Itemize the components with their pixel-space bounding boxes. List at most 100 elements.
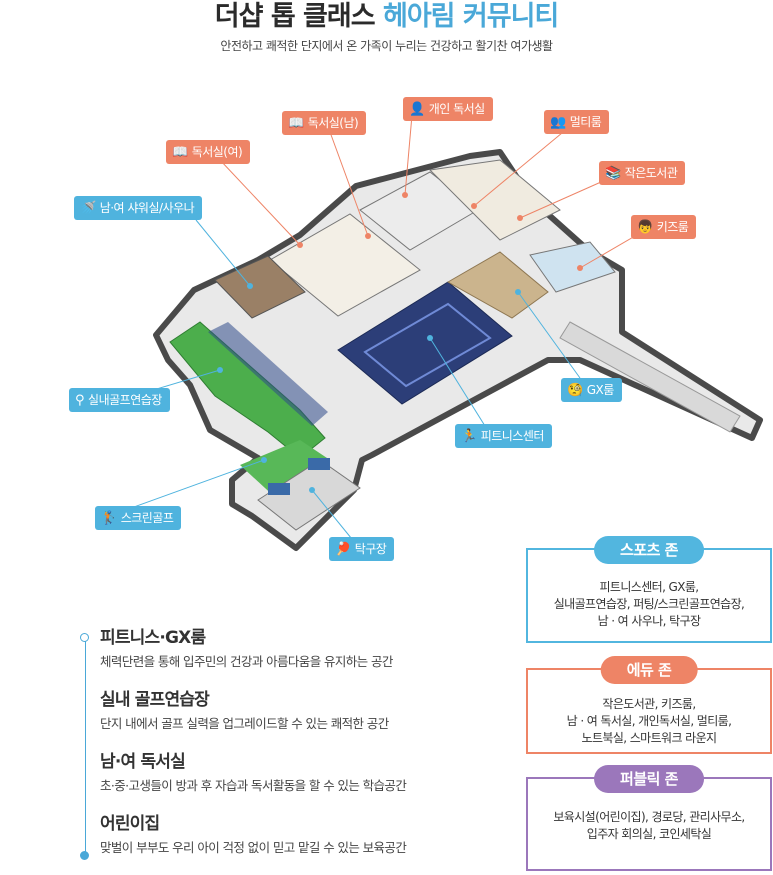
person-desk-icon: 👤 [409,101,425,117]
kids-icon: 👦 [637,219,653,235]
label-fitness-center[interactable]: 🏃 피트니스센터 [455,424,552,448]
zone-public-title: 퍼블릭 존 [594,765,704,793]
zone-sports-title: 스포츠 존 [594,536,704,564]
marker-multi-room [471,203,477,209]
reading-room-floor [269,213,421,317]
marker-shower [247,283,253,289]
label-multi-room-text: 멀티룸 [569,115,602,129]
timeline-dot-end [80,851,89,860]
shower-icon: 🚿 [80,200,96,216]
zone-sports-line: 실내골프연습장, 퍼팅/스크린골프연습장, [553,597,745,611]
label-shower-sauna-text: 남·여 샤워실/사우나 [99,201,195,215]
label-reading-men[interactable]: 📖 독서실(남) [282,111,367,135]
zone-edu-line: 노트북실, 스마트워크 라운지 [581,731,718,745]
fitness-track [363,302,492,388]
title-accent: 헤아림 커뮤니티 [382,1,559,32]
ping-pong-icon: 🏓 [335,541,351,557]
marker-small-library [517,215,523,221]
leader-line-small-library [519,177,611,219]
table-tennis-table-2 [308,458,330,470]
label-reading-women[interactable]: 📖 독서실(여) [166,140,251,164]
label-private-reading-text: 개인 독서실 [428,102,486,116]
marker-reading-women [297,242,303,248]
feature-item-daycare: 어린이집 맞벌이 부부도 우리 아이 걱정 없이 믿고 맡길 수 있는 보육공간 [100,813,520,856]
label-reading-women-text: 독서실(여) [191,145,243,159]
zone-edu-body: 작은도서관, 키즈룸, 남 · 여 독서실, 개인독서실, 멀티룸, 노트북실,… [528,670,770,747]
fitness-floor [337,281,513,405]
marker-indoor-golf [217,367,223,373]
zone-public: 퍼블릭 존 보육시설(어린이집), 경로당, 관리사무소, 입주자 회의실, 코… [526,765,772,871]
kids-floor [529,241,616,293]
leader-line-screen-golf [119,459,265,513]
label-fitness-center-text: 피트니스센터 [480,429,545,443]
golfer-icon: 🏌 [101,510,117,526]
feature-name: 남·여 독서실 [100,752,186,772]
feature-name: 어린이집 [100,814,160,834]
zone-public-body: 보육시설(어린이집), 경로당, 관리사무소, 입주자 회의실, 코인세탁실 [528,779,770,843]
floor-plan-illustration [119,114,763,551]
marker-screen-golf [261,457,267,463]
timeline-dot-start [80,633,89,642]
leader-line-table-tennis [311,489,357,545]
label-screen-golf[interactable]: 🏌 스크린골프 [95,506,182,530]
golf-mat-strip [208,322,328,426]
label-gx-room-text: GX룸 [586,383,615,397]
features-list: 피트니스·GX룸 체력단련을 통해 입주민의 건강과 아름다움을 유지하는 공간… [78,627,518,862]
feature-desc: 맞벌이 부부도 우리 아이 걱정 없이 믿고 맡길 수 있는 보육공간 [100,840,407,855]
book-icon: 📖 [172,144,188,160]
stretch-icon: 🧐 [567,382,583,398]
label-kids-room[interactable]: 👦 키즈룸 [631,215,697,239]
feature-name: 실내 골프연습장 [100,690,210,710]
corridor [559,321,741,433]
zone-edu: 에듀 존 작은도서관, 키즈룸, 남 · 여 독서실, 개인독서실, 멀티룸, … [526,656,772,754]
putting-green [240,440,330,500]
leader-line-fitness [429,337,491,435]
label-indoor-golf-text: 실내골프연습장 [88,393,162,407]
map-pin-icon: ⚲ [75,392,85,408]
page-subtitle: 안전하고 쾌적한 단지에서 온 가족이 누리는 건강하고 활기찬 여가생활 [220,39,553,53]
leader-line-private-reading [404,114,413,196]
zone-edu-title: 에듀 존 [600,656,698,684]
leader-line-multi-room [473,127,569,207]
marker-kids-room [577,265,583,271]
zone-public-line: 입주자 회의실, 코인세탁실 [586,827,712,841]
library-floor [428,159,561,241]
zone-sports: 스포츠 존 피트니스센터, GX룸, 실내골프연습장, 퍼팅/스크린골프연습장,… [526,536,772,643]
people-desk-icon: 👥 [550,114,566,130]
zone-edu-line: 남 · 여 독서실, 개인독서실, 멀티룸, [566,714,732,728]
gx-floor [446,251,549,319]
book-stack-icon: 📚 [605,165,621,181]
feature-item-golf: 실내 골프연습장 단지 내에서 골프 실력을 업그레이드할 수 있는 쾌적한 공… [100,689,520,732]
zone-sports-line: 피트니스센터, GX룸, [599,580,699,594]
zone-edu-line: 작은도서관, 키즈룸, [602,697,696,711]
feature-name: 피트니스·GX룸 [100,628,206,648]
feature-item-fitness: 피트니스·GX룸 체력단련을 통해 입주민의 건강과 아름다움을 유지하는 공간 [100,627,520,670]
features-timeline [85,638,86,856]
page-title: 더샵 톱 클래스 헤아림 커뮤니티 [0,0,773,34]
leader-line-reading-women [219,159,301,246]
label-multi-room[interactable]: 👥 멀티룸 [544,110,610,134]
label-small-library-text: 작은도서관 [624,166,678,180]
label-private-reading[interactable]: 👤 개인 독서실 [403,97,493,121]
label-screen-golf-text: 스크린골프 [120,511,174,525]
label-indoor-golf[interactable]: ⚲ 실내골프연습장 [69,388,170,412]
label-shower-sauna[interactable]: 🚿 남·여 샤워실/사우나 [74,196,203,220]
label-table-tennis[interactable]: 🏓 탁구장 [329,537,395,561]
leader-line-gx [517,291,581,379]
marker-gx [515,289,521,295]
label-kids-room-text: 키즈룸 [656,220,689,234]
community-floor-plan: 📖 독서실(여) 📖 독서실(남) 👤 개인 독서실 👥 멀티룸 📚 작은도서관… [0,60,773,580]
label-small-library[interactable]: 📚 작은도서관 [599,161,686,185]
zone-sports-line: 남 · 여 사우나, 탁구장 [597,614,701,628]
leader-line-reading-men [329,131,369,237]
feature-desc: 초·중·고생들이 방과 후 자습과 독서활동을 할 수 있는 학습공간 [100,778,407,793]
leader-line-shower [195,219,251,287]
marker-table-tennis [309,487,315,493]
label-reading-men-text: 독서실(남) [307,116,359,130]
marker-private-reading [402,192,408,198]
label-table-tennis-text: 탁구장 [354,542,387,556]
table-tennis-floor [257,459,361,531]
label-gx-room[interactable]: 🧐 GX룸 [561,378,622,402]
feature-desc: 단지 내에서 골프 실력을 업그레이드할 수 있는 쾌적한 공간 [100,716,389,731]
feature-item-reading: 남·여 독서실 초·중·고생들이 방과 후 자습과 독서활동을 할 수 있는 학… [100,751,520,794]
